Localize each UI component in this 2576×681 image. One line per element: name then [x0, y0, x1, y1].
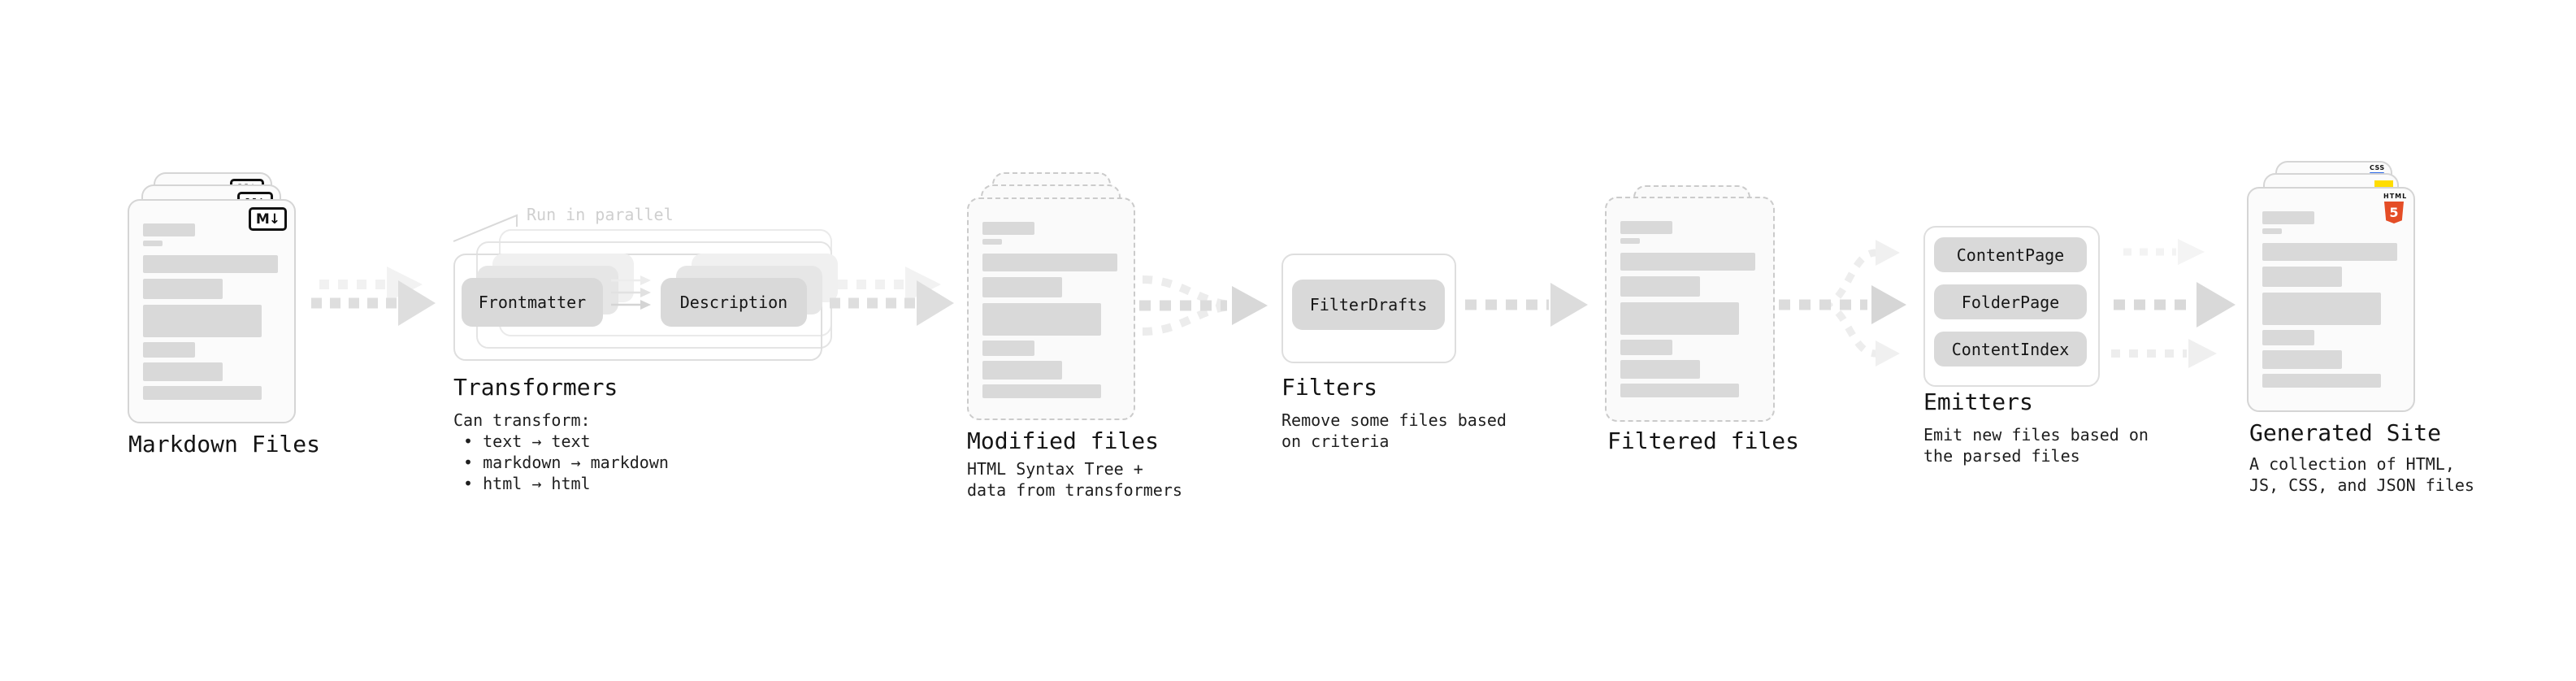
folderpage-pill: FolderPage [1934, 284, 2087, 319]
contentindex-pill: ContentIndex [1934, 332, 2087, 367]
modified-files-stack [967, 171, 1170, 439]
modified-files-label: Modified files [967, 427, 1160, 454]
filters-label: Filters [1281, 374, 1378, 401]
frontmatter-pill: Frontmatter [462, 278, 603, 327]
run-in-parallel-note: Run in parallel [527, 205, 674, 224]
markdown-icon: M↓ [249, 207, 287, 231]
html5-badge: HTML 5 [2383, 193, 2408, 223]
transformers-label: Transformers [453, 374, 618, 401]
markdown-files-label: Markdown Files [128, 431, 321, 458]
placeholder-text-bars [143, 223, 278, 400]
filters-description: Remove some files based on criteria [1281, 410, 1507, 451]
arrow-filters-to-filtered [1465, 283, 1588, 327]
transformers-description: Can transform: • text → text • markdown … [453, 410, 669, 493]
filtered-files-label: Filtered files [1607, 427, 1800, 454]
arrow-markdown-to-transformers [311, 267, 436, 326]
arrow-emitters-to-generated [2111, 239, 2236, 368]
transform-step-arrows [611, 275, 651, 310]
description-pill: Description [661, 278, 807, 327]
modified-file-card-front [967, 197, 1135, 420]
markdown-file-card-front: M↓ [128, 199, 296, 423]
run-in-parallel-callout-line [453, 214, 518, 242]
emitters-label: Emitters [1923, 388, 2033, 415]
html-file-card: HTML 5 [2247, 187, 2415, 412]
css-label: CSS [2370, 164, 2385, 171]
generated-site-description: A collection of HTML, JS, CSS, and JSON … [2249, 454, 2474, 495]
html5-shield-icon: 5 [2384, 202, 2404, 223]
arrow-merge-modified-to-filters [1139, 275, 1268, 336]
placeholder-text-bars [2262, 211, 2397, 388]
arrow-fanout-filtered-to-emitters [1779, 240, 1906, 367]
js-badge [2374, 180, 2393, 189]
placeholder-text-bars [1620, 221, 1755, 397]
modified-files-description: HTML Syntax Tree + data from transformer… [967, 459, 1182, 500]
html5-word: HTML [2383, 193, 2408, 200]
contentpage-pill: ContentPage [1934, 237, 2087, 272]
filtered-files-stack [1605, 185, 1808, 453]
markdown-files-stack: M↓ M↓ M↓ [128, 161, 331, 437]
filtered-file-card-front [1605, 197, 1775, 422]
emitters-description: Emit new files based on the parsed files [1923, 425, 2149, 466]
arrow-transformers-to-modified [830, 267, 954, 326]
filterdrafts-pill: FilterDrafts [1292, 280, 1445, 330]
generated-site-stack: CSS HTML 5 [2247, 159, 2450, 427]
placeholder-text-bars [982, 222, 1117, 398]
generated-site-label: Generated Site [2249, 419, 2442, 446]
